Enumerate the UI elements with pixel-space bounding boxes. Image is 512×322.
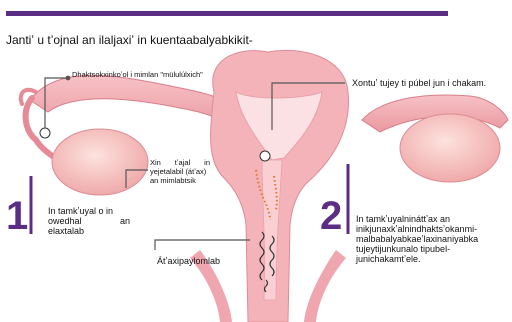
ovary-left (52, 129, 148, 195)
egg-marker-cervix (260, 151, 270, 161)
step-1-line: owedhal an (48, 216, 130, 226)
step-2-number: 2 (320, 196, 342, 236)
step-2-line: In tamkʼuyalnináttʼax an (356, 214, 506, 224)
step-1-text: In tamkʼuyal o in owedhal an elaxtalab (48, 206, 130, 236)
label-microbes: Dhaktsokxinkoʼol i mimlan "mülulúlxich" (72, 70, 203, 79)
step-1-line: In tamkʼuyal o in (48, 206, 130, 216)
step-2-line: tujeytijunkunalo tipubel- (356, 244, 506, 254)
label-papilloma: Átʼaxipaylomlab (157, 256, 220, 266)
ovary-right (400, 114, 500, 182)
vaginal-wall-right (304, 250, 346, 322)
step-2-text: In tamkʼuyalnináttʼax an inikjunaxkʼalni… (356, 214, 506, 264)
leader-papilloma (155, 240, 250, 250)
step-2-line: junichakamtʼele. (356, 254, 506, 264)
label-cervix-rest: yejetalabil (átʼax) an mimlabtsik (150, 167, 210, 185)
label-cervix-head: Xin tʼajal in (150, 158, 210, 167)
label-cervix: Xin tʼajal in yejetalabil (átʼax) an mim… (150, 158, 210, 185)
step-2-line: malbabalyabkaeʼlaxinaniyabka (356, 234, 506, 244)
egg-marker-left (40, 128, 50, 138)
step-1-number: 1 (6, 196, 28, 236)
step-2-line: inikjunaxkʼalnindhaktsʼokanmi- (356, 224, 506, 234)
label-uterus: Xontuʼ tujey ti púbel jun i chakam. (352, 78, 486, 88)
step-1-line: elaxtalab (48, 226, 130, 236)
